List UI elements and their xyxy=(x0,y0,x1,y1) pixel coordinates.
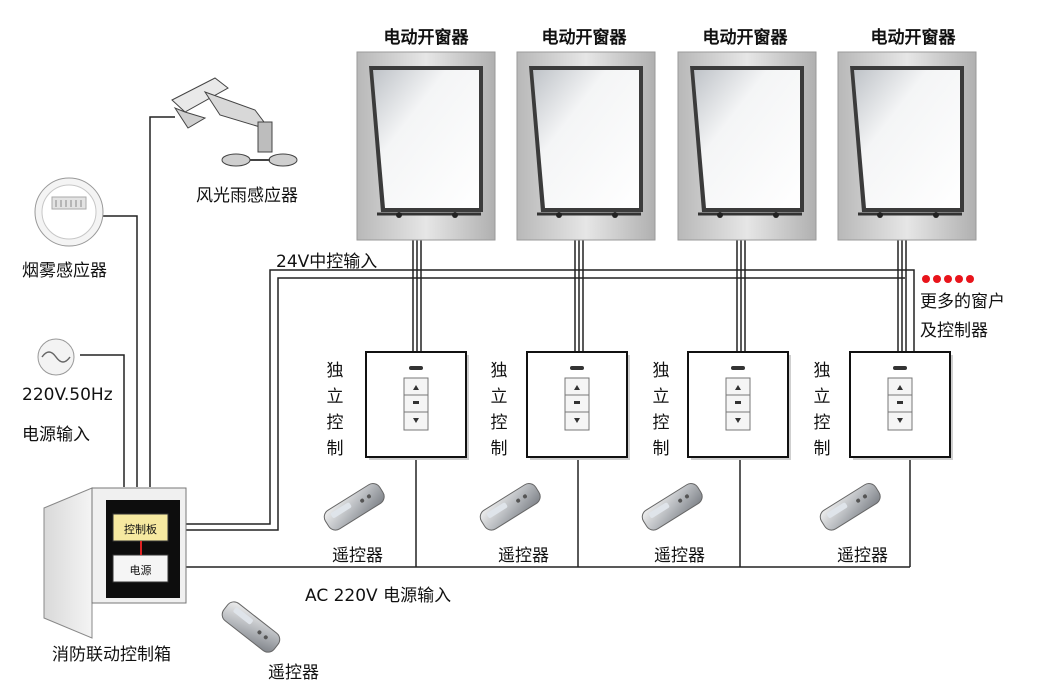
smoke-sensor-wire xyxy=(100,215,138,487)
bus-24v-line-inner xyxy=(182,277,905,531)
window2-wires xyxy=(574,232,584,355)
bus-24v-line-outer xyxy=(182,269,915,525)
wind-sensor-wire xyxy=(149,116,175,487)
more-indicator-dots xyxy=(922,268,977,287)
down-arrow-icon[interactable] xyxy=(897,418,903,423)
smoke-sensor-label: 烟雾感应器 xyxy=(22,261,107,281)
stop-icon[interactable] xyxy=(413,401,419,404)
wind-rain-sensor-icon xyxy=(171,77,298,167)
window1-wires xyxy=(412,232,422,355)
remote-control-icon-1 xyxy=(323,483,385,531)
power-block-label: 电源 xyxy=(129,564,152,577)
power-spec-label: 220V.50Hz xyxy=(22,385,113,405)
wind-rain-sensor-label: 风光雨感应器 xyxy=(196,186,298,206)
window-3 xyxy=(677,51,817,241)
remote-control-icon-box xyxy=(221,601,281,653)
remote-label-4: 遥控器 xyxy=(837,546,888,566)
independent-control-label-3: 独立控制 xyxy=(652,361,670,459)
power-input-label: 电源输入 xyxy=(22,425,90,445)
remote-label-2: 遥控器 xyxy=(498,546,549,566)
independent-control-label-2: 独立控制 xyxy=(490,361,508,459)
stop-icon[interactable] xyxy=(574,401,580,404)
more-windows-label-line1: 更多的窗户 xyxy=(920,292,1005,312)
up-arrow-icon[interactable] xyxy=(413,385,419,390)
ac-220v-label: AC 220V 电源输入 xyxy=(305,586,452,606)
window-opener-label-4: 电动开窗器 xyxy=(870,28,956,48)
control-board-label: 控制板 xyxy=(124,523,157,536)
down-arrow-icon[interactable] xyxy=(735,418,741,423)
window-opener-label-1: 电动开窗器 xyxy=(383,28,469,48)
more-windows-label-line2: 及控制器 xyxy=(920,321,988,341)
stop-icon[interactable] xyxy=(735,401,741,404)
power-wire xyxy=(80,354,125,487)
remote-label-1: 遥控器 xyxy=(332,546,383,566)
remote-label-3: 遥控器 xyxy=(654,546,705,566)
bus-24v-label: 24V中控输入 xyxy=(276,252,378,272)
remote-control-icon-3 xyxy=(641,483,703,531)
window-opener-label-3: 电动开窗器 xyxy=(702,28,788,48)
window-opener-label-2: 电动开窗器 xyxy=(541,28,627,48)
window3-wires xyxy=(736,232,746,355)
up-arrow-icon[interactable] xyxy=(897,385,903,390)
box-remote-label: 遥控器 xyxy=(268,663,319,683)
up-arrow-icon[interactable] xyxy=(574,385,580,390)
window-2 xyxy=(516,51,656,241)
wall-controller-3 xyxy=(687,351,791,460)
smoke-detector-icon xyxy=(34,177,104,247)
wall-controller-1 xyxy=(365,351,469,460)
window-4 xyxy=(837,51,977,241)
independent-control-label-4: 独立控制 xyxy=(813,361,831,459)
stop-icon[interactable] xyxy=(897,401,903,404)
down-arrow-icon[interactable] xyxy=(574,418,580,423)
control-box-label: 消防联动控制箱 xyxy=(52,645,171,665)
window-1 xyxy=(356,51,496,241)
window4-wires xyxy=(897,232,907,355)
wall-controller-4 xyxy=(849,351,953,460)
ac-power-icon xyxy=(37,338,75,376)
wall-controller-2 xyxy=(526,351,630,460)
fire-linkage-control-box xyxy=(43,487,187,639)
independent-control-label-1: 独立控制 xyxy=(326,361,344,459)
up-arrow-icon[interactable] xyxy=(735,385,741,390)
remote-control-icon-4 xyxy=(819,483,881,531)
wiring xyxy=(80,116,915,568)
down-arrow-icon[interactable] xyxy=(413,418,419,423)
remote-control-icon-2 xyxy=(479,483,541,531)
